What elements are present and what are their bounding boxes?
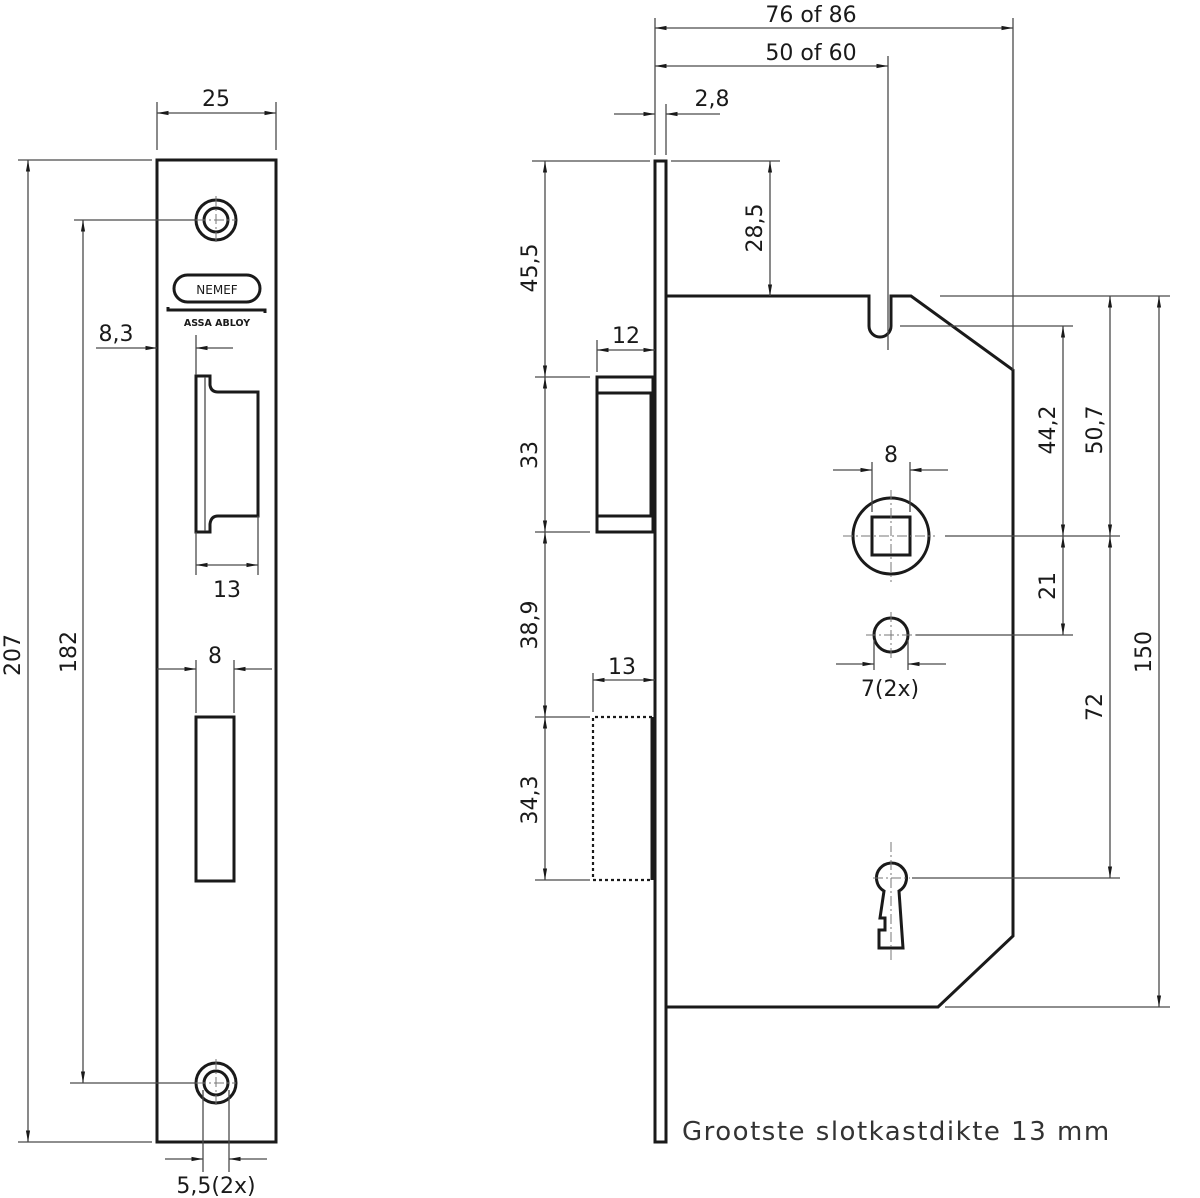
dim-top-to-case: 28,5 <box>743 204 768 253</box>
side-view: 76 of 86 50 of 60 2,8 28,5 45,5 33 38,9 … <box>518 3 1170 1147</box>
keyhole-icon <box>873 842 910 960</box>
dim-latch-to-bolt: 38,9 <box>518 601 543 650</box>
dim-case-top-to-follower: 50,7 <box>1083 406 1108 455</box>
dim-bolt-height: 34,3 <box>518 776 543 825</box>
dim-latch-projection: 12 <box>612 324 640 349</box>
screw-hole-top-icon <box>194 196 238 244</box>
latch-bolt <box>595 375 655 534</box>
dim-fixing-hole: 7(2x) <box>861 677 919 702</box>
dim-latch-offset: 8,3 <box>99 322 134 347</box>
dim-latch-width: 13 <box>213 578 241 603</box>
dim-spindle: 8 <box>884 443 898 468</box>
dim-bolt-width: 8 <box>208 644 222 669</box>
logo-subtext: ASSA ABLOY <box>184 318 250 329</box>
dim-latch-height: 33 <box>518 441 543 469</box>
thickness-note: Grootste slotkastdikte 13 mm <box>682 1117 1111 1147</box>
dim-case-height: 150 <box>1132 631 1157 673</box>
dim-follower-to-notch: 44,2 <box>1036 406 1061 455</box>
dim-follower-to-keyhole: 72 <box>1083 693 1108 721</box>
logo-text: NEMEF <box>196 283 237 297</box>
dim-hole-spacing: 182 <box>57 631 82 673</box>
bolt-opening <box>194 715 236 883</box>
dim-backset: 50 of 60 <box>765 41 856 66</box>
nemef-logo: NEMEF ASSA ABLOY <box>166 273 267 329</box>
dead-bolt <box>591 715 654 882</box>
dim-top-to-latch: 45,5 <box>518 244 543 293</box>
front-plate-outline <box>155 158 278 1144</box>
dim-plate-thickness: 2,8 <box>695 87 730 112</box>
lock-case-outline <box>666 294 1015 1009</box>
follower-icon <box>843 490 935 582</box>
dim-backset-max: 76 of 86 <box>765 3 856 28</box>
forend-plate <box>653 159 668 1144</box>
fixing-hole-icon <box>866 612 916 660</box>
dim-plate-width: 25 <box>202 87 230 112</box>
dim-follower-to-hole: 21 <box>1036 572 1061 600</box>
front-plate-view: NEMEF ASSA ABLOY 25 207 182 8,3 <box>1 87 278 1198</box>
dim-bolt-projection: 13 <box>608 655 636 680</box>
dim-screw-hole: 5,5(2x) <box>176 1174 255 1198</box>
dim-plate-height: 207 <box>1 634 26 676</box>
screw-hole-bottom-icon <box>194 1059 238 1107</box>
